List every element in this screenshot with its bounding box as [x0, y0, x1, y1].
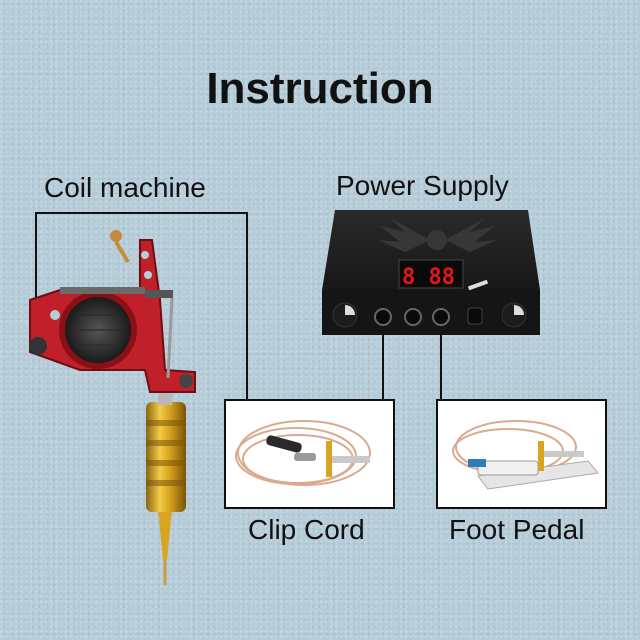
power-supply-label: Power Supply — [336, 170, 509, 201]
foot-pedal-image — [436, 399, 607, 509]
coil-connector-line — [35, 212, 248, 399]
foot-pedal-label: Foot Pedal — [449, 514, 585, 545]
clip-cord-label: Clip Cord — [248, 514, 365, 545]
power-display-digits: 8 88 — [402, 265, 455, 290]
clip-cord-image — [224, 399, 395, 509]
page-title: Instruction — [206, 64, 434, 113]
coil-machine-label: Coil machine — [44, 172, 206, 203]
